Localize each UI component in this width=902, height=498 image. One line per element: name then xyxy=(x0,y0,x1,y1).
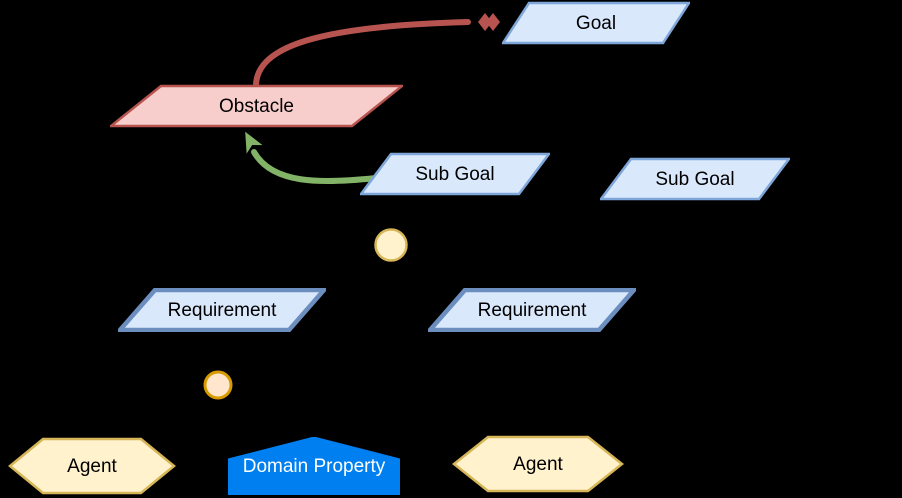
edge-resolution[interactable] xyxy=(237,127,379,185)
agent-hexagon-icon xyxy=(8,437,176,495)
node-requirement-right-label: Requirement xyxy=(477,299,587,321)
node-obstacle-label: Obstacle xyxy=(219,95,294,117)
requirement-parallelogram-icon xyxy=(428,288,636,332)
edge-obstruction[interactable] xyxy=(253,13,500,89)
node-goal[interactable]: Goal xyxy=(502,1,690,45)
node-agent-left-label: Agent xyxy=(67,455,117,477)
node-sub-goal-left-label: Sub Goal xyxy=(415,163,495,185)
resolution-arrowhead-icon xyxy=(245,131,263,154)
edge-obstruction-path xyxy=(253,19,471,89)
node-agent-right[interactable]: Agent xyxy=(452,435,624,493)
sub-goal-parallelogram-icon xyxy=(600,157,790,201)
node-requirement-right[interactable]: Requirement xyxy=(428,288,636,332)
node-requirement-left[interactable]: Requirement xyxy=(118,288,326,332)
obstruction-cross-icon xyxy=(478,13,500,31)
node-sub-goal-left[interactable]: Sub Goal xyxy=(360,152,550,196)
node-domain-property[interactable]: Domain Property xyxy=(228,437,400,495)
node-refinement-circle-upper[interactable] xyxy=(374,228,408,262)
agent-hexagon-icon xyxy=(452,435,624,493)
node-goal-label: Goal xyxy=(575,12,617,34)
requirement-parallelogram-icon xyxy=(118,288,326,332)
node-obstacle[interactable]: Obstacle xyxy=(110,84,403,128)
node-domain-property-label: Domain Property xyxy=(242,455,386,477)
node-sub-goal-right[interactable]: Sub Goal xyxy=(600,157,790,201)
node-agent-left[interactable]: Agent xyxy=(8,437,176,495)
refinement-circle-icon xyxy=(203,370,233,400)
node-refinement-circle-lower[interactable] xyxy=(203,370,233,400)
domain-property-house-icon xyxy=(228,437,400,495)
node-requirement-left-label: Requirement xyxy=(167,299,277,321)
node-sub-goal-right-label: Sub Goal xyxy=(655,168,735,190)
goal-parallelogram-icon xyxy=(502,1,690,45)
node-agent-right-label: Agent xyxy=(513,453,563,475)
refinement-circle-icon xyxy=(374,228,408,262)
edge-resolution-path xyxy=(251,149,379,185)
